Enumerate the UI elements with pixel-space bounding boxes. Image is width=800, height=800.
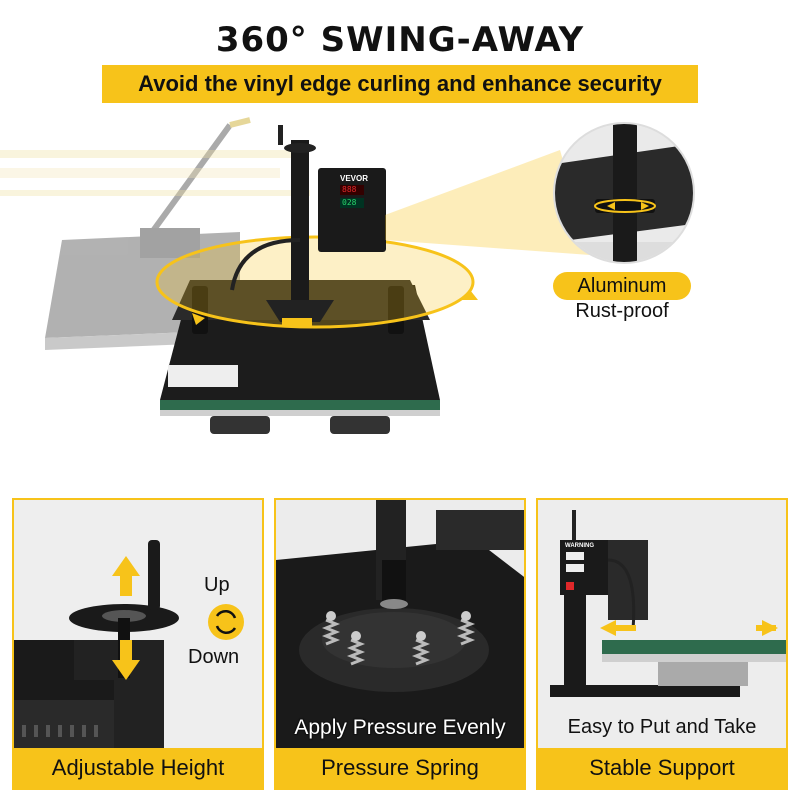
control-box — [318, 168, 386, 252]
support-illustration — [538, 500, 786, 788]
down-label: Down — [188, 646, 240, 668]
subtitle-banner: Avoid the vinyl edge curling and enhance… — [102, 65, 698, 103]
spring-illustration — [276, 500, 524, 788]
panel-label-stable-support: Stable Support — [538, 748, 786, 788]
up-label: Up — [204, 574, 230, 596]
display-top: 888 — [342, 185, 357, 194]
zoom-beam — [385, 150, 590, 255]
panel-pressure-spring: Apply Pressure Evenly Pressure Spring — [274, 498, 526, 790]
silicone-pad — [160, 400, 440, 412]
feature-pill: Aluminum — [553, 272, 691, 300]
shaft-detail — [555, 124, 693, 262]
rotation-path — [155, 235, 475, 329]
clamp-head — [266, 300, 334, 322]
panel-adjustable-height: Up Down Adjustable Height — [12, 498, 264, 790]
hero-product-image: VEVOR 888 028 — [0, 110, 800, 450]
feature-subtext: Rust-proof — [575, 300, 669, 322]
zoom-detail-circle — [553, 122, 695, 264]
brand-logo: VEVOR — [340, 174, 369, 183]
warning-label: WARNING — [565, 543, 594, 549]
overlay-easy-put-take: Easy to Put and Take — [567, 716, 757, 738]
panel-stable-support: WARNING Easy to Put and Take Stable Supp… — [536, 498, 788, 790]
subtitle-text: Avoid the vinyl edge curling and enhance… — [138, 71, 662, 96]
heat-press-illustration — [0, 117, 590, 434]
warning-sticker — [168, 365, 238, 387]
page-title: 360° SWING-AWAY — [215, 20, 585, 60]
press-column — [291, 140, 309, 300]
height-knob-illustration — [14, 540, 244, 788]
panel-label-pressure-spring: Pressure Spring — [276, 748, 524, 788]
overlay-apply-pressure: Apply Pressure Evenly — [294, 716, 506, 739]
display-bottom: 028 — [342, 198, 357, 207]
motion-streaks — [0, 150, 310, 196]
panel-label-adjustable-height: Adjustable Height — [14, 748, 262, 788]
